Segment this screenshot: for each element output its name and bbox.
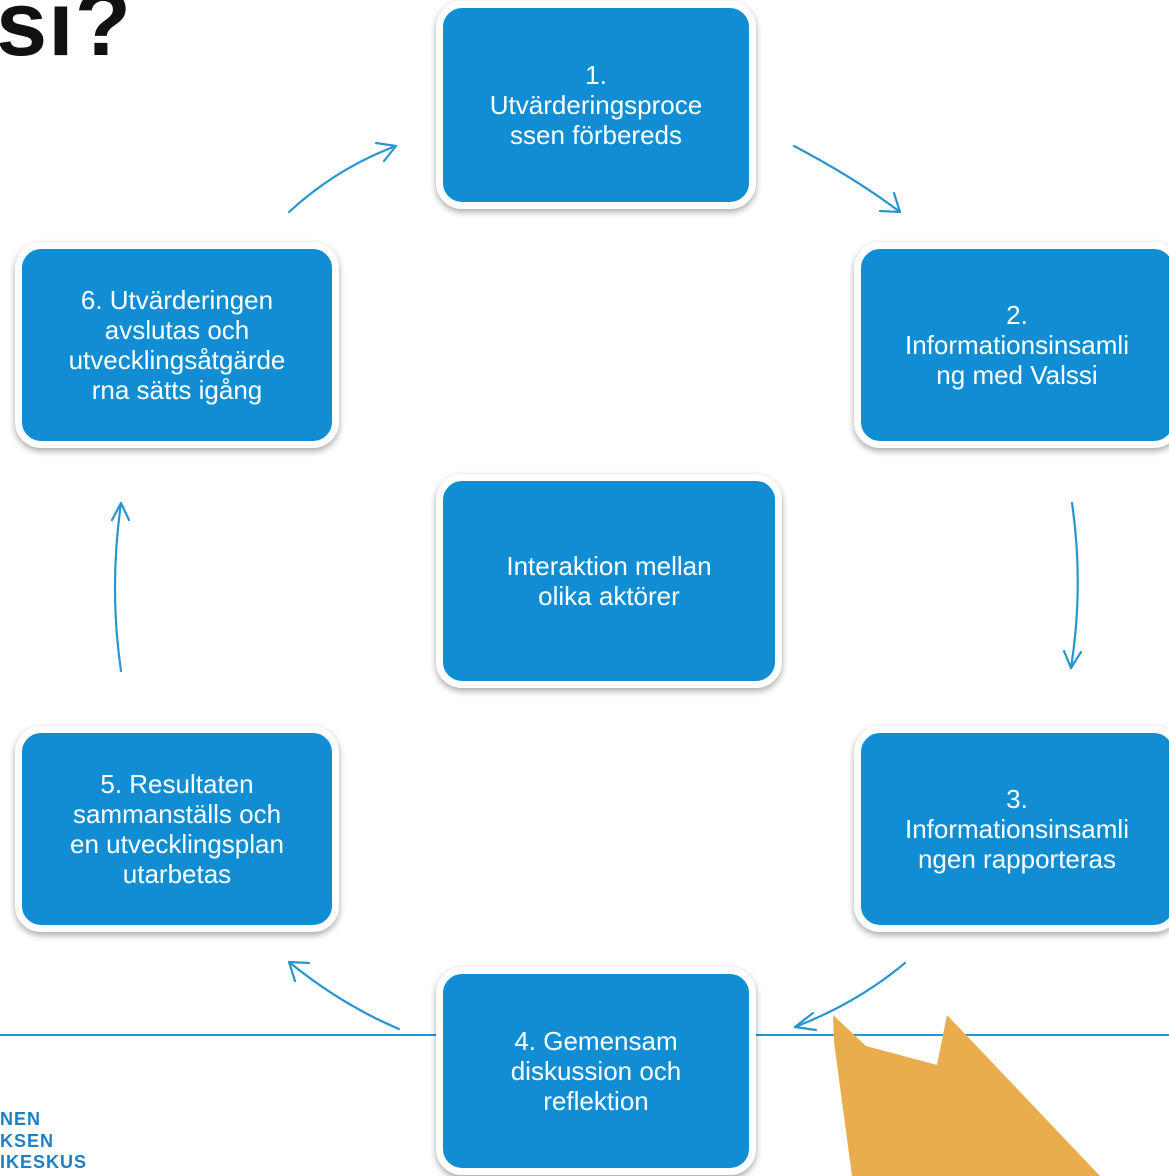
- pointer-arrow: [833, 1015, 1100, 1176]
- cycle-step-4: 4. Gemensam diskussion och reflektion: [436, 967, 756, 1175]
- arrow-step4-to-step5-head: [287, 960, 311, 983]
- slide-title-fragment: si?: [0, 0, 132, 75]
- arrow-step1-to-step2-head: [878, 191, 902, 214]
- arrow-step1-to-step2: [792, 144, 902, 214]
- cycle-step-3: 3. Informationsinsamli ngen rapporteras: [854, 726, 1169, 932]
- arrow-step2-to-step3: [1069, 501, 1079, 670]
- cycle-step-1: 1. Utvärderingsproce ssen förbereds: [436, 1, 756, 209]
- arrow-step5-to-step6-head: [110, 501, 131, 522]
- arrow-step2-to-step3-head: [1062, 649, 1083, 670]
- cycle-arrow-paths: [110, 141, 1083, 1032]
- cycle-step-2: 2. Informationsinsamli ng med Valssi: [854, 242, 1169, 448]
- arrow-step6-to-step1-head: [374, 141, 398, 163]
- organization-logo-text: NEN KSEN IKESKUS: [0, 1109, 88, 1173]
- footer-rule-left: [0, 1034, 438, 1036]
- arrow-step5-to-step6: [113, 501, 123, 673]
- center-box: Interaktion mellan olika aktörer: [436, 474, 782, 688]
- arrow-step3-to-step4: [793, 961, 907, 1029]
- arrow-step6-to-step1: [287, 144, 398, 214]
- cycle-step-5: 5. Resultaten sammanställs och en utveck…: [15, 726, 339, 932]
- cycle-step-6: 6. Utvärderingen avslutas och utveckling…: [15, 242, 339, 448]
- arrow-step4-to-step5: [287, 960, 401, 1031]
- arrow-step3-to-step4-head: [793, 1011, 818, 1032]
